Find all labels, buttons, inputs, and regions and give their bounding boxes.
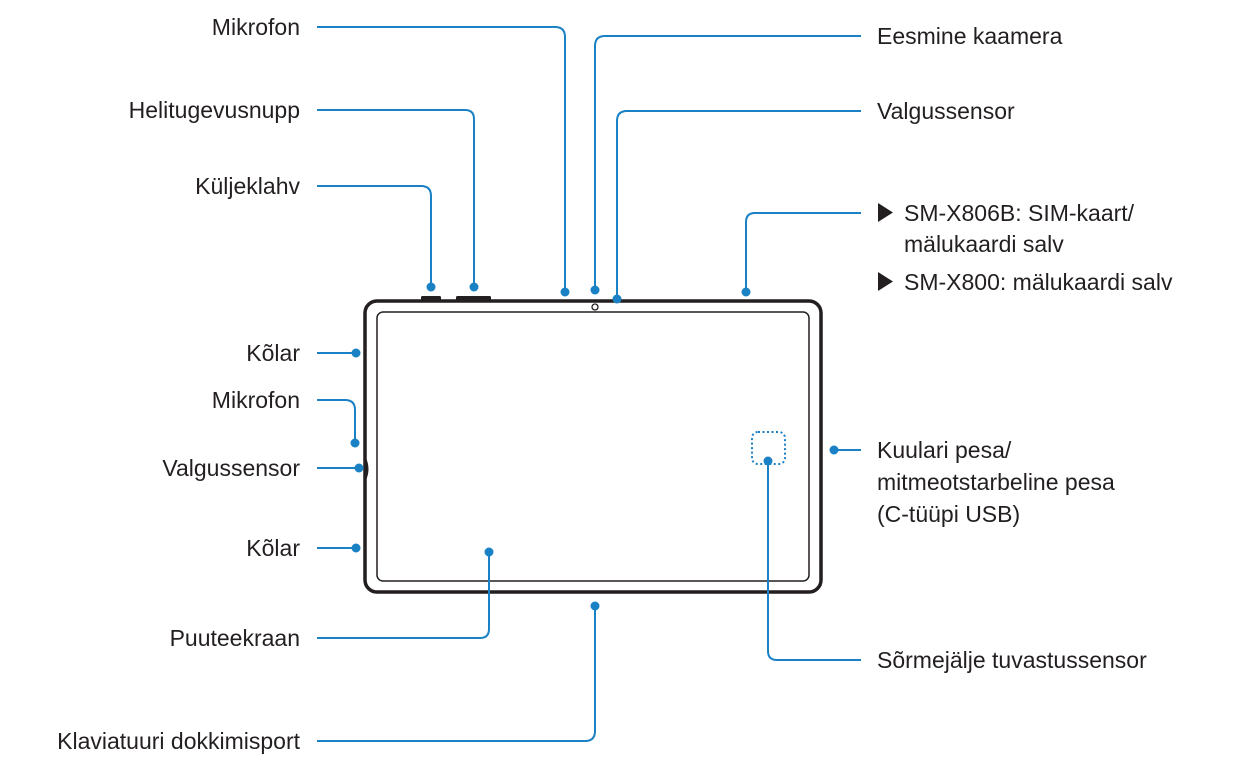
leader-eesmine-kaamera (594, 35, 861, 289)
label-sd-line: SM-X800: mälukaardi salv (904, 269, 1173, 295)
bullet-icon (878, 203, 893, 222)
endpoint-dots (350, 282, 839, 611)
label-kolar-top: Kõlar (246, 340, 300, 366)
dot-valgussensor-top (612, 294, 622, 304)
dot-klaviatuuri (590, 601, 600, 611)
dot-kuulari-pesa (829, 445, 839, 455)
label-sormejalje: Sõrmejälje tuvastussensor (877, 647, 1147, 673)
side-key (421, 296, 441, 301)
label-puuteekraan: Puuteekraan (170, 625, 300, 651)
label-kuulari-line1: Kuulari pesa/ (877, 437, 1012, 463)
dot-sormejalje (763, 456, 773, 466)
bullet-icon (878, 272, 893, 291)
leader-helitugevusnupp (317, 109, 475, 287)
leader-sormejalje (767, 461, 861, 661)
label-mikrofon-side: Mikrofon (212, 387, 300, 413)
dot-valgussensor-side (354, 463, 364, 473)
label-klaviatuuri: Klaviatuuri dokkimisport (57, 728, 300, 754)
leader-puuteekraan (317, 553, 490, 639)
label-sim-line1: SM-X806B: SIM-kaart/ (904, 200, 1135, 226)
dot-eesmine-kaamera (590, 285, 600, 295)
label-valgussensor-top: Valgussensor (877, 98, 1015, 124)
leader-klaviatuuri (317, 607, 596, 742)
leader-mikrofon-side (317, 399, 356, 441)
leader-lines (317, 26, 861, 742)
dot-puuteekraan (484, 547, 494, 557)
right-labels: Eesmine kaamera Valgussensor SM-X806B: S… (877, 23, 1173, 673)
front-camera-lens (591, 303, 599, 311)
dot-kuljeklahv (426, 282, 436, 292)
leader-kuljeklahv (317, 185, 432, 287)
label-eesmine-kaamera: Eesmine kaamera (877, 23, 1063, 49)
side-light-sensor-bump (364, 457, 369, 481)
left-labels: Mikrofon Helitugevusnupp Küljeklahv Kõla… (57, 14, 300, 754)
label-kuulari-line2: mitmeotstarbeline pesa (877, 469, 1115, 495)
label-sim-line2: mälukaardi salv (904, 231, 1064, 257)
tablet-illustration (363, 296, 823, 594)
tablet-screen-bezel (376, 311, 810, 582)
tablet-outer-frame (363, 299, 823, 594)
volume-key (456, 296, 491, 301)
label-valgussensor-side: Valgussensor (162, 455, 300, 481)
leader-mikrofon-top (317, 26, 566, 291)
label-kuljeklahv: Küljeklahv (195, 173, 300, 199)
fingerprint-sensor-area (751, 431, 786, 465)
label-mikrofon-top: Mikrofon (212, 14, 300, 40)
label-kuulari-line3: (C-tüüpi USB) (877, 501, 1020, 527)
leader-valgussensor-top (616, 110, 861, 298)
label-kolar-bottom: Kõlar (246, 535, 300, 561)
dot-mikrofon-top (560, 287, 570, 297)
dot-helitugevusnupp (469, 282, 479, 292)
leader-sim-tray (745, 212, 861, 291)
dot-sim-tray (741, 287, 751, 297)
dot-kolar-top (351, 348, 361, 358)
dot-mikrofon-side (350, 438, 360, 448)
label-helitugevusnupp: Helitugevusnupp (129, 97, 300, 123)
dot-kolar-bottom (351, 543, 361, 553)
